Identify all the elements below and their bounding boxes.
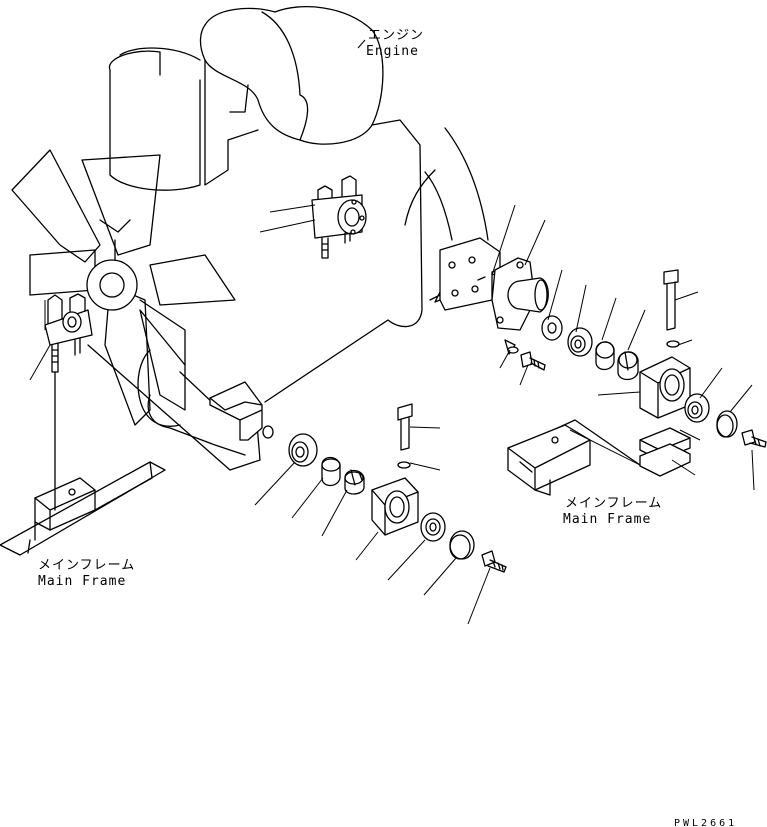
left-engine-mount (44, 293, 93, 511)
right-main-frame (507, 419, 691, 496)
main-frame-left-label-jp: メインフレーム (38, 558, 136, 573)
leader-lines (29, 39, 755, 625)
engine-label-en: Engine (366, 44, 419, 59)
center-engine-bracket (311, 175, 367, 259)
right-bracket-plate (429, 237, 501, 311)
main-frame-right-label-jp: メインフレーム (565, 496, 663, 511)
right-long-bolt (663, 269, 680, 348)
right-pillow-block (639, 356, 767, 448)
main-frame-right-label-en: Main Frame (563, 512, 652, 527)
engine-block (59, 6, 489, 471)
trunnion-shaft (209, 381, 274, 441)
cooling-fan (11, 149, 236, 426)
engine-label-jp: エンジン (368, 28, 425, 43)
main-frame-left (0, 461, 166, 556)
right-parts-row (507, 315, 639, 381)
right-flange-shaft (491, 257, 549, 355)
main-frame-left-label-en: Main Frame (38, 574, 127, 589)
center-parts (288, 403, 507, 573)
drawing-reference-number: PWL2661 (674, 818, 738, 827)
